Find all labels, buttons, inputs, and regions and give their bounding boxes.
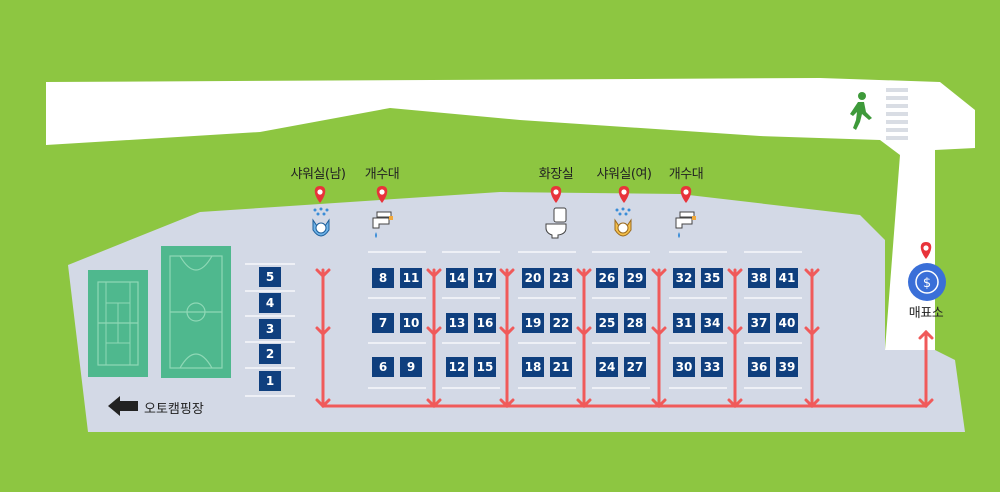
- campsite-marker[interactable]: 36: [748, 357, 770, 377]
- path-arrow: [576, 268, 592, 279]
- campsite-marker[interactable]: 10: [400, 313, 422, 333]
- campsite-marker[interactable]: 8: [372, 268, 394, 288]
- campsite-marker[interactable]: 18: [522, 357, 544, 377]
- campsite-marker[interactable]: 22: [550, 313, 572, 333]
- campsite-marker[interactable]: 38: [748, 268, 770, 288]
- campsite-marker[interactable]: 23: [550, 268, 572, 288]
- shower-female-icon: [614, 207, 632, 237]
- map-pin-icon: [314, 186, 326, 203]
- label-restroom: 화장실: [538, 167, 574, 182]
- path-arrow: [727, 268, 743, 279]
- pedestrian-icon: [850, 92, 872, 130]
- path-arrow: [499, 268, 515, 279]
- campsite-marker[interactable]: 13: [446, 313, 468, 333]
- label-sink-1: 개수대: [364, 167, 400, 182]
- map-pin-icon: [618, 186, 630, 203]
- label-ticket-office: 매표소: [908, 306, 944, 321]
- toilet-icon: [545, 207, 567, 239]
- campsite-marker[interactable]: 16: [474, 313, 496, 333]
- campsite-marker[interactable]: 26: [596, 268, 618, 288]
- campsite-marker[interactable]: 6: [372, 357, 394, 377]
- campsite-marker[interactable]: 11: [400, 268, 422, 288]
- campsite-marker[interactable]: 21: [550, 357, 572, 377]
- path-arrow: [499, 326, 515, 337]
- campsite-marker[interactable]: 4: [259, 293, 281, 313]
- campsite-marker[interactable]: 25: [596, 313, 618, 333]
- campsite-marker[interactable]: 30: [673, 357, 695, 377]
- map-pin-icon: [680, 186, 692, 203]
- map-pin-icon: [376, 186, 388, 203]
- path-arrow: [576, 326, 592, 337]
- campsite-marker[interactable]: 3: [259, 319, 281, 339]
- path-arrow: [499, 398, 515, 409]
- dollar-icon: $: [908, 263, 946, 301]
- campsite-marker[interactable]: 20: [522, 268, 544, 288]
- faucet-icon: [675, 211, 696, 238]
- campsite-marker[interactable]: 17: [474, 268, 496, 288]
- campsite-marker[interactable]: 29: [624, 268, 646, 288]
- path-arrow: [804, 398, 820, 409]
- path-arrow: [804, 268, 820, 279]
- campsite-marker[interactable]: 24: [596, 357, 618, 377]
- path-arrow: [918, 329, 934, 340]
- label-auto-camping: 오토캠핑장: [144, 402, 204, 417]
- path-arrow: [918, 398, 934, 409]
- campsite-marker[interactable]: 1: [259, 371, 281, 391]
- path-arrow: [426, 398, 442, 409]
- campsite-marker[interactable]: 19: [522, 313, 544, 333]
- campsite-marker[interactable]: 40: [776, 313, 798, 333]
- path-arrow: [651, 326, 667, 337]
- path-arrow: [576, 398, 592, 409]
- campsite-marker[interactable]: 41: [776, 268, 798, 288]
- path-arrow: [651, 268, 667, 279]
- path-arrow: [727, 398, 743, 409]
- campsite-marker[interactable]: 28: [624, 313, 646, 333]
- map-pin-icon: [920, 242, 932, 259]
- path-arrow: [651, 398, 667, 409]
- tennis-court: [88, 270, 148, 377]
- label-shower-female: 샤워실(여): [596, 167, 652, 182]
- campsite-marker[interactable]: 31: [673, 313, 695, 333]
- shower-male-icon: [312, 207, 330, 237]
- map-pins: [314, 186, 932, 259]
- campsite-marker[interactable]: 15: [474, 357, 496, 377]
- map-pin-icon: [550, 186, 562, 203]
- site-separators: [245, 251, 802, 397]
- label-shower-male: 샤워실(남): [290, 167, 346, 182]
- campground-area: [68, 192, 965, 432]
- arrow-left-icon: [108, 396, 138, 416]
- campsite-marker[interactable]: 35: [701, 268, 723, 288]
- campsite-marker[interactable]: 27: [624, 357, 646, 377]
- campsite-marker[interactable]: 9: [400, 357, 422, 377]
- path-arrow: [804, 326, 820, 337]
- campsite-marker[interactable]: 12: [446, 357, 468, 377]
- campsite-marker[interactable]: 39: [776, 357, 798, 377]
- path-arrow: [727, 326, 743, 337]
- campsite-marker[interactable]: 14: [446, 268, 468, 288]
- path-arrow: [315, 268, 331, 279]
- path-arrow: [315, 398, 331, 409]
- campsite-marker[interactable]: 37: [748, 313, 770, 333]
- label-sink-2: 개수대: [668, 167, 704, 182]
- campsite-marker[interactable]: 33: [701, 357, 723, 377]
- path-arrow: [426, 268, 442, 279]
- campsite-marker[interactable]: 2: [259, 344, 281, 364]
- campsite-marker[interactable]: 34: [701, 313, 723, 333]
- faucet-icon: [372, 211, 393, 238]
- crosswalk: [886, 88, 908, 140]
- road: [46, 78, 975, 350]
- campsite-marker[interactable]: 32: [673, 268, 695, 288]
- path-arrow: [426, 326, 442, 337]
- path-arrow: [315, 326, 331, 337]
- svg-text:$: $: [923, 276, 931, 291]
- campsite-marker[interactable]: 5: [259, 267, 281, 287]
- walking-path: [315, 268, 934, 409]
- campsite-marker[interactable]: 7: [372, 313, 394, 333]
- soccer-field: [161, 246, 231, 378]
